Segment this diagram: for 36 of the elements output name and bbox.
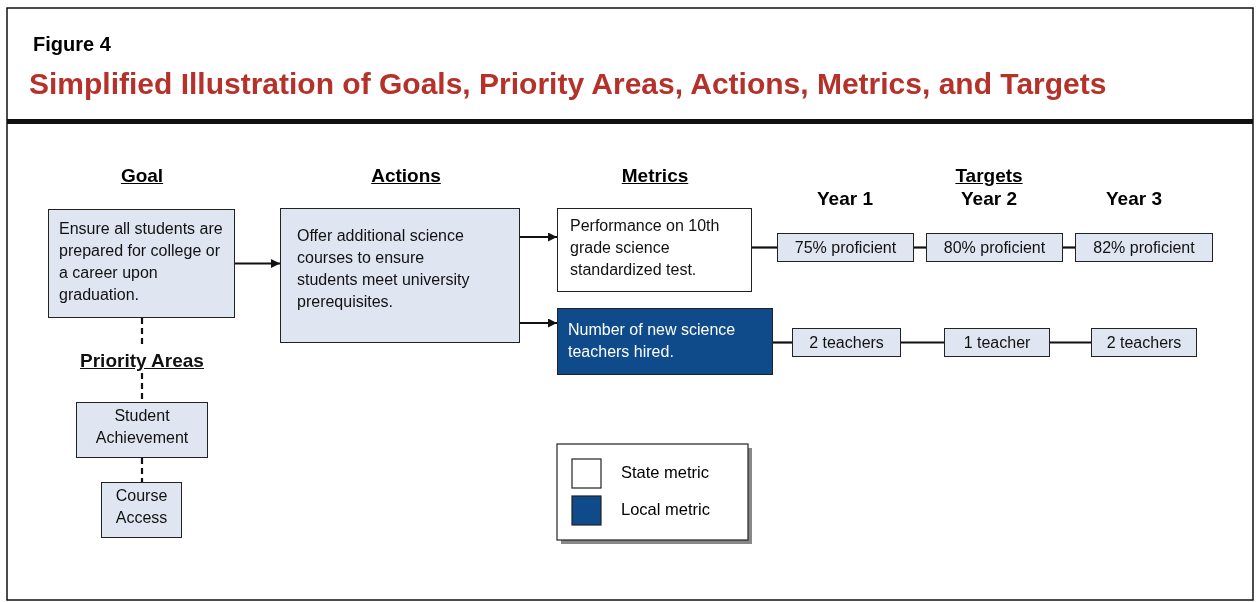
column-heading: Metrics [621,165,689,187]
dashed-connector [140,318,144,347]
year-heading: Year 3 [1106,188,1162,210]
figure-number: Figure 4 [33,33,111,56]
dashed-connector [140,458,144,482]
plan-box: 82% proficient [1075,233,1213,262]
year-heading: Year 1 [817,188,873,210]
connector-line [901,341,944,344]
arrow [520,318,557,328]
year-heading: Year 2 [961,188,1017,210]
connector-line [1050,341,1091,344]
dashed-connector [140,373,144,402]
connector-line [773,341,792,344]
connector-line [914,246,926,249]
plan-box: 75% proficient [777,233,914,262]
state-metric-box: Performance on 10th grade science standardized test. [557,208,752,292]
plan-box: 2 teachers [792,328,901,357]
section-heading: Priority Areas [72,347,212,373]
plan-box: Offer additional science courses to ensure students meet university prerequisites. [280,208,520,343]
column-heading: Goal [120,165,164,187]
connector-line [752,246,777,249]
arrow [520,232,557,242]
plan-box: 1 teacher [944,328,1050,357]
local-metric-box: Number of new science teachers hired. [557,308,773,375]
plan-box: Course Access [101,482,182,538]
connector-line [1063,246,1075,249]
legend-label: State metric [621,463,710,482]
legend-label: Local metric [621,500,710,519]
plan-box: Student Achievement [76,402,208,458]
figure-title: Simplified Illustration of Goals, Priority Areas, Actions, Metrics, and Targets [29,67,1107,101]
plan-box: 2 teachers [1091,328,1197,357]
plan-box: Ensure all students are prepared for college or a career upon graduation. [48,209,235,318]
column-heading: Targets [955,165,1023,187]
column-heading: Actions [371,165,441,187]
arrow [235,259,280,268]
plan-box: 80% proficient [926,233,1063,262]
